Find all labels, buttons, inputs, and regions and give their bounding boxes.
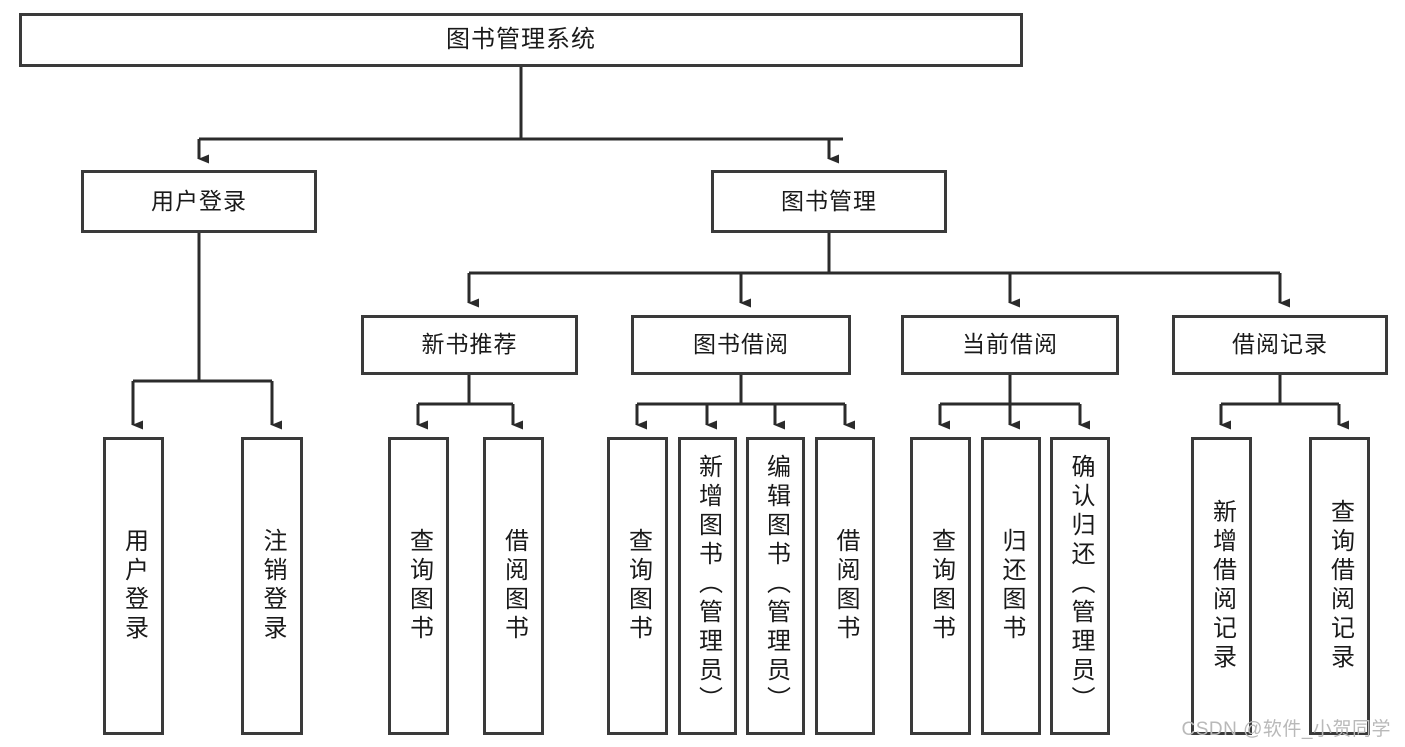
leaf-borrow-book-recommend[interactable]: 借阅图书 <box>483 437 544 735</box>
leaf-borrow-book[interactable]: 借阅图书 <box>815 437 875 735</box>
leaf-return-book[interactable]: 归还图书 <box>981 437 1041 735</box>
node-label: 图书管理 <box>781 187 877 214</box>
node-label: 图书管理系统 <box>446 25 596 53</box>
node-new-book-recommend[interactable]: 新书推荐 <box>361 315 578 375</box>
leaf-logout-login[interactable]: 注销登录 <box>241 437 303 735</box>
node-label: 新书推荐 <box>421 331 518 358</box>
node-label: 当前借阅 <box>962 331 1058 358</box>
node-label: 查询借阅记录 <box>1326 499 1354 673</box>
leaf-query-borrow-record[interactable]: 查询借阅记录 <box>1309 437 1370 735</box>
node-root-book-management-system[interactable]: 图书管理系统 <box>19 13 1023 67</box>
node-label: 借阅图书 <box>500 528 528 644</box>
node-label: 图书借阅 <box>693 331 789 358</box>
node-label: 归还图书 <box>998 528 1025 644</box>
leaf-query-book-borrow[interactable]: 查询图书 <box>607 437 668 735</box>
node-label: 注销登录 <box>259 528 286 644</box>
node-label: 借阅图书 <box>832 528 859 644</box>
node-label: 编辑图书（管理员） <box>762 454 790 715</box>
leaf-add-book-admin[interactable]: 新增图书（管理员） <box>678 437 737 735</box>
node-user-login[interactable]: 用户登录 <box>81 170 317 233</box>
node-label: 用户登录 <box>151 187 247 214</box>
node-book-borrow[interactable]: 图书借阅 <box>631 315 851 375</box>
leaf-query-book-recommend[interactable]: 查询图书 <box>388 437 449 735</box>
node-label: 新增借阅记录 <box>1208 499 1236 673</box>
watermark-text: CSDN @软件_小贺同学 <box>1181 719 1391 740</box>
node-current-borrow[interactable]: 当前借阅 <box>901 315 1119 375</box>
node-book-management[interactable]: 图书管理 <box>711 170 947 233</box>
node-label: 借阅记录 <box>1232 331 1328 358</box>
node-label: 查询图书 <box>405 528 433 644</box>
node-label: 查询图书 <box>927 528 955 644</box>
leaf-add-borrow-record[interactable]: 新增借阅记录 <box>1191 437 1252 735</box>
node-label: 新增图书（管理员） <box>694 454 722 715</box>
node-borrow-record[interactable]: 借阅记录 <box>1172 315 1388 375</box>
leaf-confirm-return-admin[interactable]: 确认归还（管理员） <box>1050 437 1110 735</box>
node-label: 查询图书 <box>624 528 652 644</box>
leaf-edit-book-admin[interactable]: 编辑图书（管理员） <box>746 437 805 735</box>
leaf-query-book-current[interactable]: 查询图书 <box>910 437 971 735</box>
node-label: 用户登录 <box>120 528 148 644</box>
leaf-user-login[interactable]: 用户登录 <box>103 437 164 735</box>
node-label: 确认归还（管理员） <box>1067 454 1094 715</box>
